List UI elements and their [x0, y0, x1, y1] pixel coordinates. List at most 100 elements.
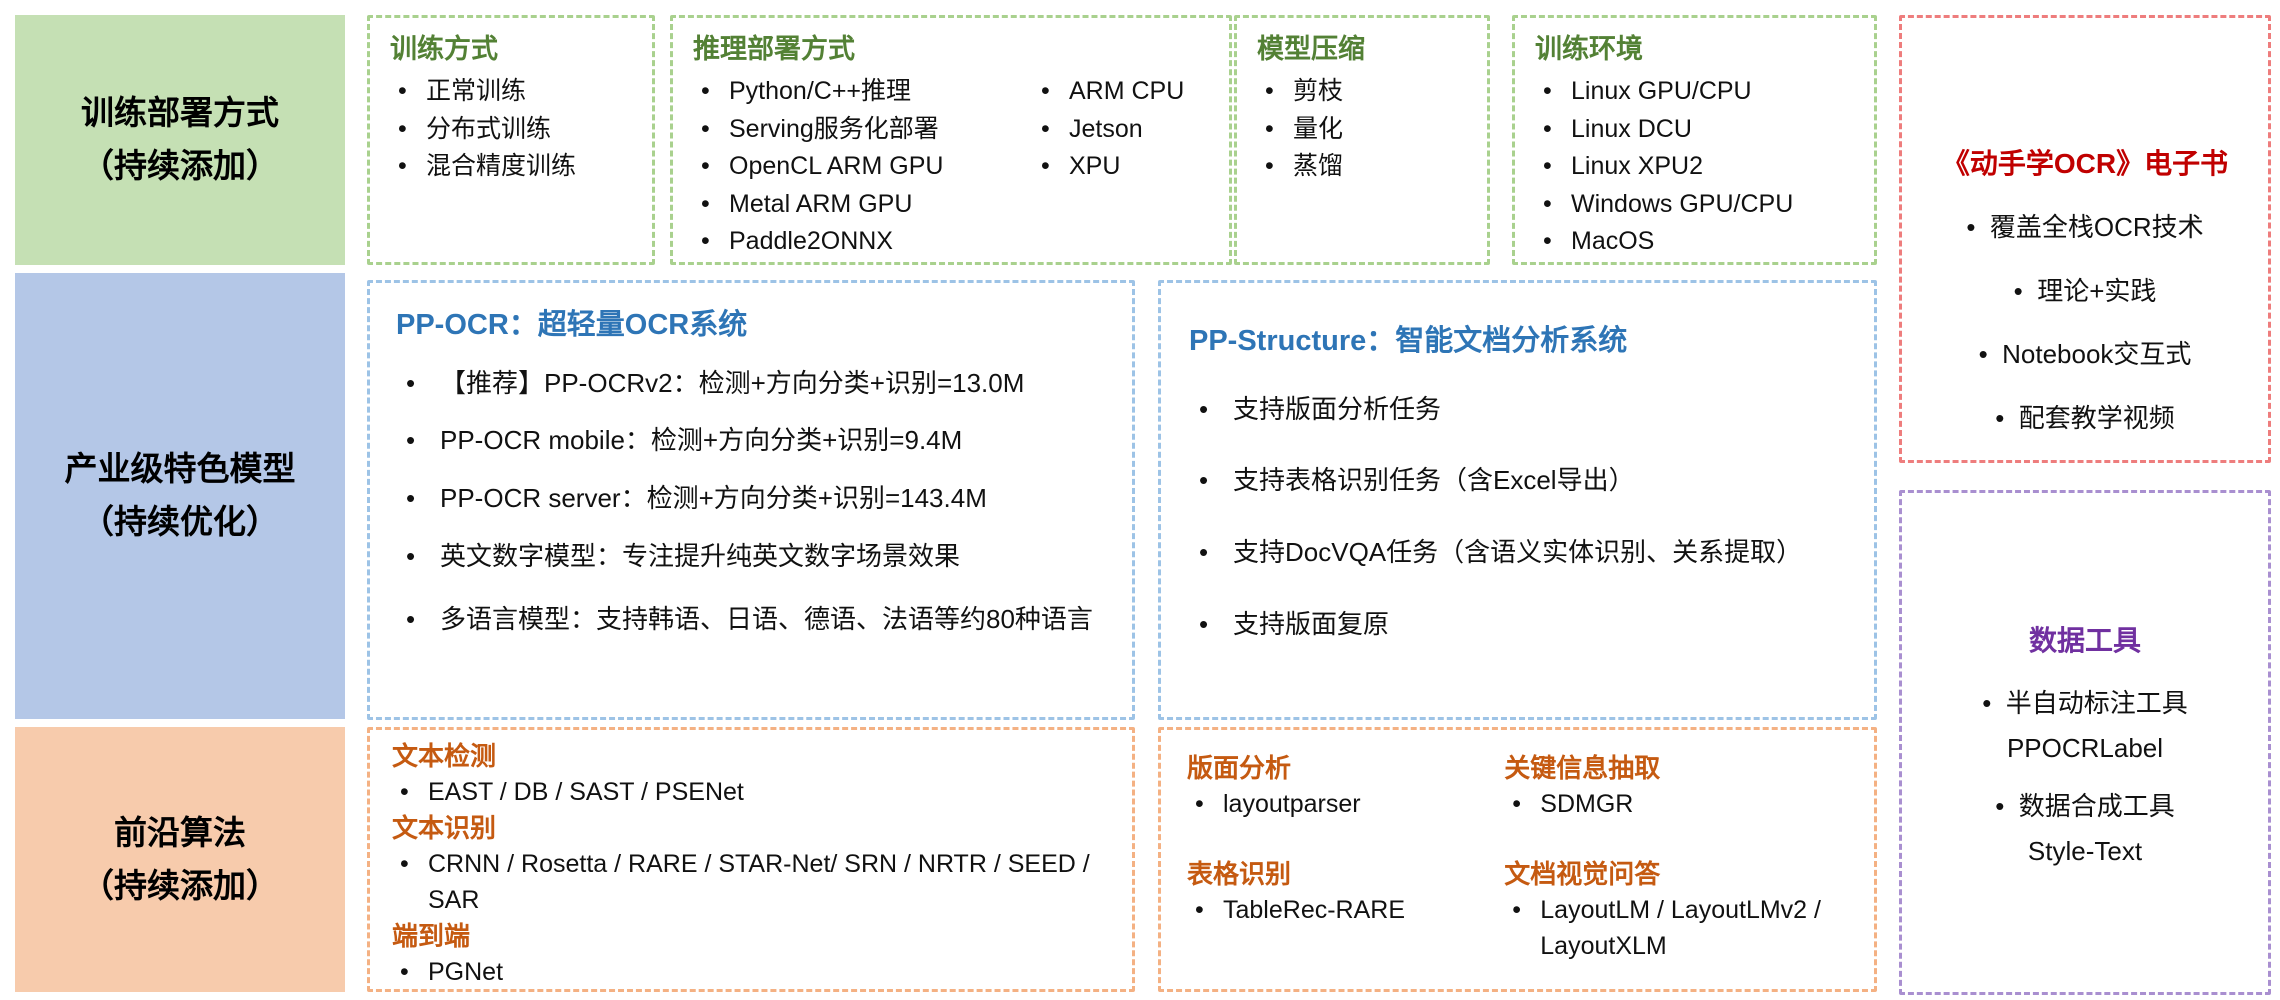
layout-analysis-list: layoutparser — [1187, 787, 1504, 823]
model-compression-list: 剪枝 量化 蒸馏 — [1257, 73, 1467, 186]
list-item: Linux DCU — [1535, 111, 1854, 149]
list-item: PGNet — [392, 955, 1110, 991]
text-recognition-title: 文本识别 — [392, 813, 497, 844]
text-recognition-section: 文本识别 CRNN / Rosetta / RARE / STAR-Net/ S… — [392, 810, 1110, 918]
list-item: EAST / DB / SAST / PSENet — [392, 775, 1110, 811]
end-to-end-title: 端到端 — [392, 921, 471, 952]
list-item: 蒸馏 — [1257, 148, 1467, 186]
inference-deployment-list-col1: Python/C++推理 Serving服务化部署 OpenCL ARM GPU… — [693, 73, 1033, 261]
model-compression-box: 模型压缩 剪枝 量化 蒸馏 — [1234, 15, 1490, 265]
list-item: 理论+实践 — [1966, 273, 2203, 309]
list-item: 正常训练 — [390, 73, 632, 111]
document-vqa-list: LayoutLM / LayoutLMv2 / LayoutXLM — [1504, 893, 1848, 964]
ebook-title: 《动手学OCR》电子书 — [1941, 148, 2229, 179]
row-label-line: 产业级特色模型 — [64, 450, 296, 488]
key-information-extraction-list: SDMGR — [1504, 787, 1848, 823]
data-tool-item: 数据合成工具 Style-Text — [1995, 788, 2175, 869]
row-label-training-deployment: 训练部署方式 （持续添加） — [15, 15, 345, 265]
list-item: Jetson — [1033, 111, 1209, 149]
list-item: layoutparser — [1187, 787, 1504, 823]
key-information-extraction-title: 关键信息抽取 — [1504, 753, 1661, 783]
list-item: Metal ARM GPU — [693, 186, 1033, 224]
list-item: 支持DocVQA任务（含语义实体识别、关系提取） — [1189, 534, 1846, 572]
ebook-box: 《动手学OCR》电子书 覆盖全栈OCR技术 理论+实践 Notebook交互式 … — [1899, 15, 2271, 463]
list-item: Serving服务化部署 — [693, 111, 1033, 149]
data-tools-box: 数据工具 半自动标注工具 PPOCRLabel 数据合成工具 Style-Tex… — [1899, 490, 2271, 995]
text-detection-section: 文本检测 EAST / DB / SAST / PSENet — [392, 738, 1110, 810]
list-item: Linux GPU/CPU — [1535, 73, 1854, 111]
algorithms-text-box: 文本检测 EAST / DB / SAST / PSENet 文本识别 CRNN… — [367, 727, 1135, 992]
document-vqa-title: 文档视觉问答 — [1504, 859, 1661, 890]
model-compression-title: 模型压缩 — [1257, 34, 1365, 64]
list-item: PP-OCR server：检测+方向分类+识别=143.4M — [396, 480, 1106, 518]
list-item: ARM CPU — [1033, 73, 1209, 111]
list-item: 支持版面复原 — [1189, 606, 1846, 644]
row-label-frontier-algorithms: 前沿算法 （持续添加） — [15, 727, 345, 992]
list-item: 混合精度训练 — [390, 148, 632, 186]
inference-deployment-box: 推理部署方式 Python/C++推理 Serving服务化部署 OpenCL … — [670, 15, 1232, 265]
list-item: Paddle2ONNX — [693, 223, 1033, 261]
list-item: CRNN / Rosetta / RARE / STAR-Net/ SRN / … — [392, 847, 1092, 918]
list-item: 配套教学视频 — [1966, 400, 2203, 436]
key-information-extraction-section: 关键信息抽取 SDMGR — [1504, 750, 1848, 822]
table-recognition-section: 表格识别 TableRec-RARE — [1187, 856, 1504, 928]
list-item: 分布式训练 — [390, 111, 632, 149]
pp-ocr-title: PP-OCR：超轻量OCR系统 — [396, 309, 748, 341]
list-item: 覆盖全栈OCR技术 — [1966, 209, 2204, 245]
list-item: MacOS — [1535, 223, 1854, 261]
training-environments-list: Linux GPU/CPU Linux DCU Linux XPU2 Windo… — [1535, 73, 1854, 261]
pp-structure-title: PP-Structure：智能文档分析系统 — [1189, 325, 1628, 357]
data-tool-name: 数据合成工具 — [1995, 788, 2175, 824]
data-tool-product: Style-Text — [2027, 835, 2143, 866]
list-item: TableRec-RARE — [1187, 893, 1504, 929]
pp-structure-box: PP-Structure：智能文档分析系统 支持版面分析任务 支持表格识别任务（… — [1158, 280, 1877, 720]
training-methods-box: 训练方式 正常训练 分布式训练 混合精度训练 — [367, 15, 655, 265]
list-item: SDMGR — [1504, 787, 1848, 823]
list-item: 量化 — [1257, 111, 1467, 149]
end-to-end-list: PGNet — [392, 955, 1110, 991]
document-vqa-section: 文档视觉问答 LayoutLM / LayoutLMv2 / LayoutXLM — [1504, 856, 1848, 964]
layout-analysis-section: 版面分析 layoutparser — [1187, 750, 1504, 822]
list-item: 剪枝 — [1257, 73, 1467, 111]
ebook-list: 覆盖全栈OCR技术 理论+实践 Notebook交互式 配套教学视频 — [1966, 182, 2204, 436]
text-detection-title: 文本检测 — [392, 741, 497, 771]
list-item: Linux XPU2 — [1535, 148, 1854, 186]
list-item: Python/C++推理 — [693, 73, 1033, 111]
list-item: LayoutLM / LayoutLMv2 / LayoutXLM — [1504, 893, 1834, 964]
data-tool-name: 半自动标注工具 — [1982, 685, 2188, 721]
list-item: Windows GPU/CPU — [1535, 186, 1854, 224]
algorithms-structure-col1: 版面分析 layoutparser 表格识别 TableRec-RARE — [1187, 750, 1504, 964]
row-label-line: （持续添加） — [81, 866, 279, 904]
list-item: Notebook交互式 — [1966, 336, 2203, 372]
list-item: PP-OCR mobile：检测+方向分类+识别=9.4M — [396, 422, 1106, 460]
table-recognition-list: TableRec-RARE — [1187, 893, 1504, 929]
inference-deployment-title: 推理部署方式 — [693, 34, 855, 64]
list-item: 支持版面分析任务 — [1189, 391, 1846, 429]
list-item: 支持表格识别任务（含Excel导出） — [1189, 462, 1846, 500]
list-item: 多语言模型：支持韩语、日语、德语、法语等约80种语言 — [396, 595, 1106, 645]
list-item: 【推荐】PP-OCRv2：检测+方向分类+识别=13.0M — [396, 365, 1106, 403]
row-label-line: 训练部署方式 — [81, 94, 279, 132]
text-recognition-list: CRNN / Rosetta / RARE / STAR-Net/ SRN / … — [392, 847, 1110, 918]
table-recognition-title: 表格识别 — [1187, 859, 1292, 890]
training-environments-title: 训练环境 — [1535, 34, 1643, 64]
pp-ocr-list: 【推荐】PP-OCRv2：检测+方向分类+识别=13.0M PP-OCR mob… — [396, 365, 1106, 646]
list-item: 英文数字模型：专注提升纯英文数字场景效果 — [396, 538, 1106, 576]
row-label-line: （持续添加） — [81, 147, 279, 184]
data-tools-title: 数据工具 — [2028, 625, 2141, 656]
pp-ocr-box: PP-OCR：超轻量OCR系统 【推荐】PP-OCRv2：检测+方向分类+识别=… — [367, 280, 1135, 720]
training-methods-title: 训练方式 — [390, 34, 498, 64]
inference-deployment-list-col2: ARM CPU Jetson XPU — [1033, 73, 1209, 261]
algorithms-structure-box: 版面分析 layoutparser 表格识别 TableRec-RARE 关键信… — [1158, 727, 1877, 992]
algorithms-structure-col2: 关键信息抽取 SDMGR 文档视觉问答 LayoutLM / LayoutLMv… — [1504, 750, 1848, 964]
data-tool-item: 半自动标注工具 PPOCRLabel — [1982, 685, 2188, 766]
row-label-industrial-models: 产业级特色模型 （持续优化） — [15, 273, 345, 719]
training-environments-box: 训练环境 Linux GPU/CPU Linux DCU Linux XPU2 … — [1512, 15, 1877, 265]
list-item: OpenCL ARM GPU — [693, 148, 1033, 186]
text-detection-list: EAST / DB / SAST / PSENet — [392, 775, 1110, 811]
training-methods-list: 正常训练 分布式训练 混合精度训练 — [390, 73, 632, 186]
pp-structure-list: 支持版面分析任务 支持表格识别任务（含Excel导出） 支持DocVQA任务（含… — [1189, 391, 1846, 644]
end-to-end-section: 端到端 PGNet — [392, 918, 1110, 990]
row-label-line: （持续优化） — [81, 503, 279, 540]
